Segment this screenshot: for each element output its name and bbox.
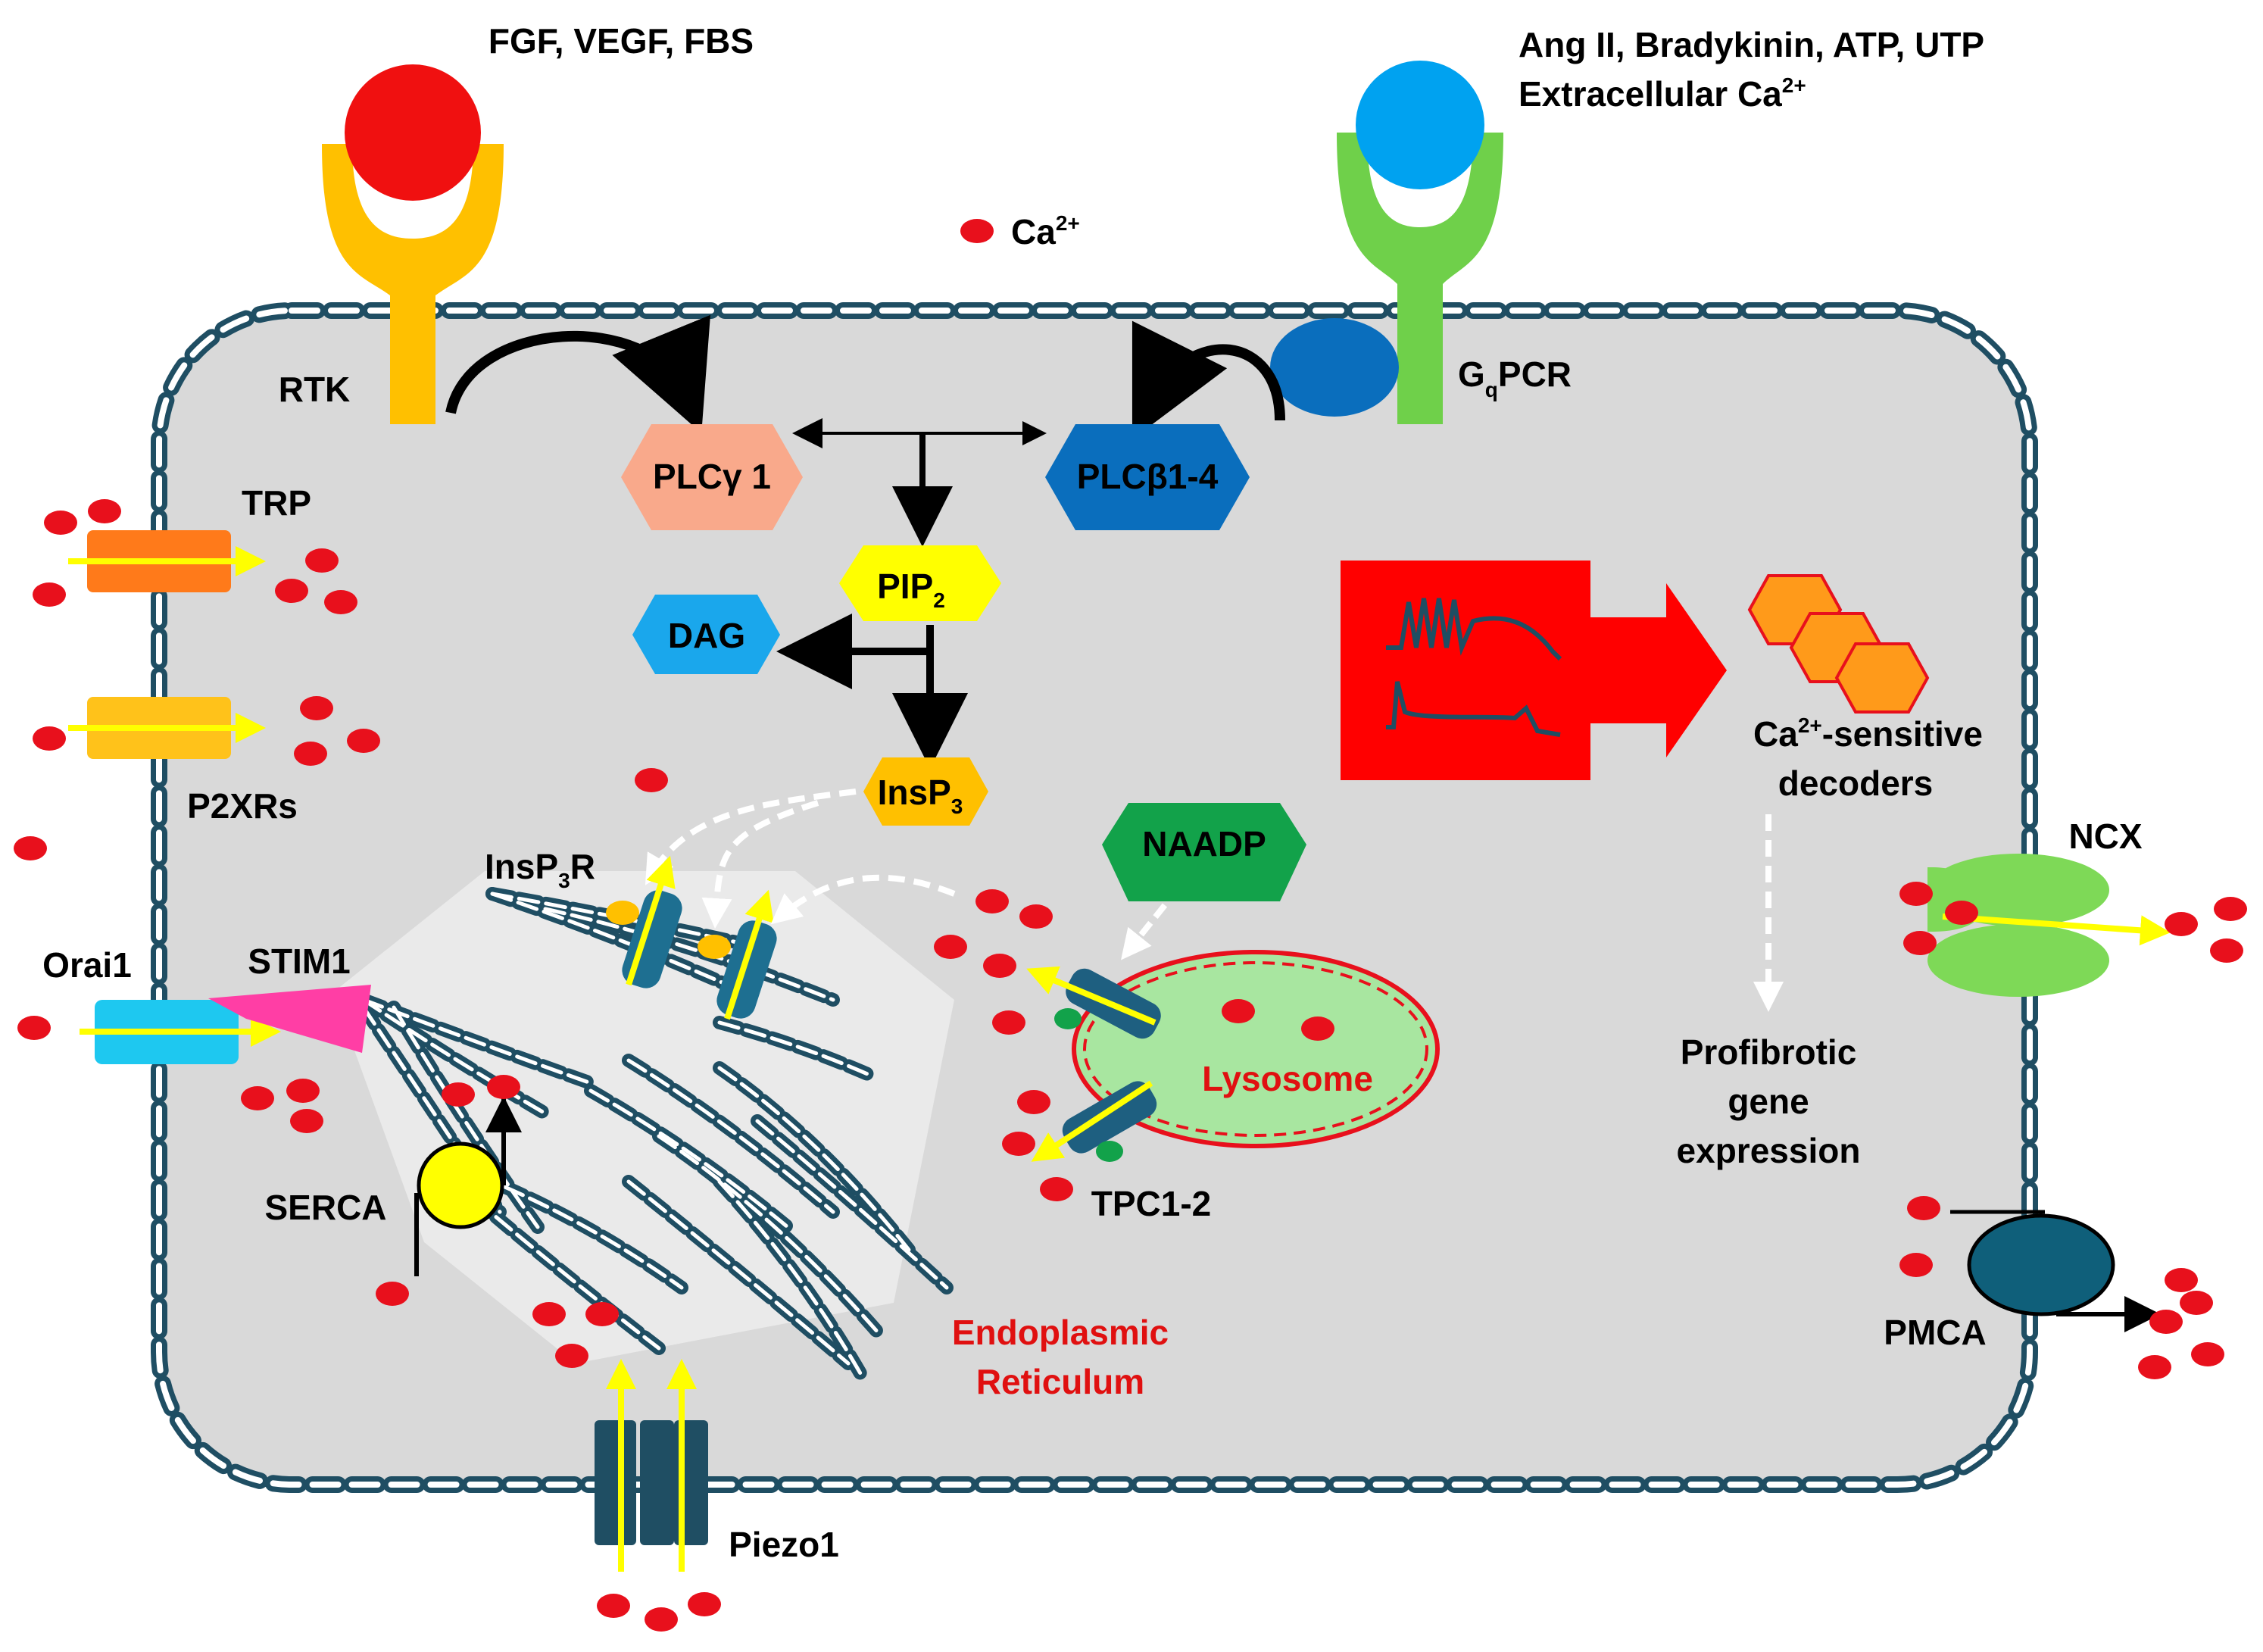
serca-label: SERCA <box>264 1188 386 1227</box>
orai1-label: Orai1 <box>42 945 132 985</box>
gqpcr-receptor: Ang II, Bradykinin, ATP, UTP Extracellul… <box>1270 25 1984 424</box>
trp-label: TRP <box>242 483 311 523</box>
lysosome-inner-membrane <box>1083 961 1428 1137</box>
calcium-legend-label: Ca2+ <box>1011 211 1080 251</box>
gqpcr-ligand <box>1356 61 1484 189</box>
tpc-channel-2 <box>1031 1080 1157 1162</box>
insp3-bound-1 <box>606 901 639 925</box>
signal-box <box>1341 561 1590 780</box>
insp3r-label: InsP3R <box>485 847 595 892</box>
signal-trace-oscillations <box>1386 598 1562 661</box>
gene-expression-line1: Profibrotic <box>1681 1032 1857 1072</box>
tpc-channel-1 <box>1026 966 1161 1039</box>
pmca-pump: PMCA <box>1884 1210 2161 1352</box>
dag-label: DAG <box>668 616 745 655</box>
naadp-label: NAADP <box>1142 824 1266 863</box>
er-label-line1: Endoplasmic <box>952 1313 1169 1352</box>
ca-sensitive-decoders: Ca2+-sensitive decoders <box>1747 574 1983 803</box>
gq-protein <box>1270 318 1399 417</box>
gqpcr-ligands-line2: Extracellular Ca2+ <box>1519 73 1806 114</box>
rtk-ligand <box>345 64 481 201</box>
naadp-to-tpc-dashed-arrow <box>1121 903 1168 960</box>
gqpcr-ligands-line1: Ang II, Bradykinin, ATP, UTP <box>1519 25 1984 64</box>
insp3-label: InsP3 <box>878 773 963 818</box>
rtk-to-plcg-arrow <box>445 314 710 433</box>
stim1: STIM1 <box>208 942 371 1053</box>
ncx-exchanger: NCX <box>1927 817 2171 997</box>
plcg-label: PLCγ 1 <box>653 457 771 496</box>
naadp-node: NAADP <box>1102 803 1306 901</box>
rtk-ligands-label: FGF, VEGF, FBS <box>488 21 754 61</box>
decoders-label-line1: Ca2+-sensitive <box>1753 714 1983 754</box>
insp3-receptor-1 <box>606 855 682 988</box>
ncx-label: NCX <box>2068 817 2142 856</box>
insp3-node: InsP3 <box>863 757 988 826</box>
calcium-legend: Ca2+ <box>960 211 1080 251</box>
p2xrs-label: P2XRs <box>187 786 298 826</box>
pip2-node: PIP2 <box>839 545 1001 621</box>
gene-expression-line3: expression <box>1677 1131 1861 1170</box>
decoder-hex-3 <box>1834 642 1930 714</box>
calcium-legend-dot <box>960 219 994 243</box>
signal-to-decoders-arrow <box>1590 583 1727 757</box>
p2x-channel: P2XRs <box>68 697 298 826</box>
signal-trace-sustained <box>1386 681 1561 737</box>
dag-node: DAG <box>632 595 780 674</box>
gqpcr-to-plcb-arrow <box>1132 320 1285 440</box>
insp3-receptor-2 <box>698 889 777 1020</box>
plcb-label: PLCβ1-4 <box>1077 457 1219 496</box>
plcb-node: PLCβ1-4 <box>1045 424 1250 530</box>
naadp-to-insp3r-dashed-arrow <box>770 874 956 925</box>
rtk-label: RTK <box>279 370 351 409</box>
plcg-node: PLCγ 1 <box>621 424 803 530</box>
stim1-label: STIM1 <box>248 942 350 981</box>
er-label-line2: Reticulum <box>976 1362 1144 1401</box>
trp-channel: TRP <box>68 483 311 592</box>
rtk-cup <box>322 144 504 424</box>
pip2-label: PIP2 <box>877 567 945 612</box>
serca-pump: SERCA <box>264 1095 522 1276</box>
tpc-label: TPC1-2 <box>1091 1184 1211 1223</box>
gene-expression-line2: gene <box>1728 1082 1809 1121</box>
pmca-label: PMCA <box>1884 1313 1986 1352</box>
decoders-label-line2: decoders <box>1778 764 1934 803</box>
insp3-dashed-arrows <box>645 789 857 929</box>
gqpcr-cup <box>1337 133 1503 424</box>
lysosome-body <box>1072 950 1440 1148</box>
orai1-channel: Orai1 <box>42 945 281 1064</box>
gqpcr-label: GqPCR <box>1458 354 1572 401</box>
lysosome-label: Lysosome <box>1202 1059 1373 1098</box>
piezo1-channel: Piezo1 <box>595 1359 839 1572</box>
calcium-signal-box <box>1341 561 1727 780</box>
profibrotic-gene-expression: Profibrotic gene expression <box>1677 1032 1861 1170</box>
lysosome: Lysosome <box>1072 950 1440 1148</box>
piezo1-label: Piezo1 <box>729 1525 839 1564</box>
rtk-receptor: FGF, VEGF, FBS RTK <box>279 21 754 424</box>
insp3-bound-2 <box>698 935 731 959</box>
calcium-ions <box>14 499 2247 1632</box>
